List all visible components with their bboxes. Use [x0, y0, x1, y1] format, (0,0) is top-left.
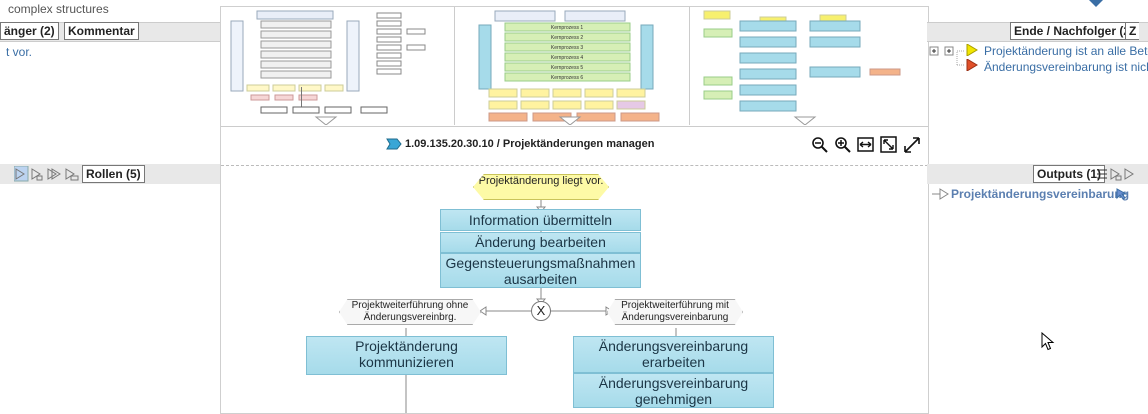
process-title: 1.09.135.20.30.10 / Projektänderungen ma… — [405, 138, 654, 150]
function-aenderung-bearbeiten[interactable]: Änderung bearbeiten — [440, 232, 641, 253]
page-caption: complex structures — [8, 2, 109, 16]
svg-text:Kernprozess 1: Kernprozess 1 — [551, 25, 583, 31]
process-name: Projektänderungen managen — [502, 138, 655, 150]
zoom-in-icon[interactable] — [834, 136, 852, 154]
title-separator: / — [496, 138, 500, 150]
function-projektaenderung-kommunizieren[interactable]: Projektänderung kommunizieren — [306, 336, 507, 375]
output-item[interactable]: Projektänderungsvereinbarung — [951, 187, 1130, 201]
output-link-icon[interactable] — [1116, 188, 1128, 200]
fit-page-icon[interactable] — [880, 136, 898, 154]
z-header[interactable]: Z — [1125, 22, 1140, 40]
red-flag-icon — [966, 59, 978, 71]
scroll-indicator-icon — [1089, 0, 1103, 7]
process-icon — [386, 138, 402, 150]
thumbnail-3[interactable] — [690, 7, 928, 125]
end-successor-header[interactable]: Ende / Nachfolger (2) — [1010, 22, 1139, 40]
comment-header[interactable]: Kommentar — [64, 22, 139, 40]
roles-header[interactable]: Rollen (5) — [82, 165, 145, 183]
fullscreen-icon[interactable] — [903, 136, 921, 154]
tree-connectors — [929, 46, 965, 66]
outputs-bar: Outputs (1) — [927, 164, 1148, 184]
function-information-uebermitteln[interactable]: Information übermitteln — [440, 209, 641, 231]
mouse-cursor-icon — [1041, 332, 1055, 351]
fit-width-icon[interactable] — [857, 136, 875, 154]
branch-event-left[interactable]: Projektweiterführung ohne Änderungsverei… — [339, 299, 481, 325]
role-filter-icons[interactable] — [14, 166, 80, 182]
yellow-flag-icon — [966, 44, 978, 56]
branch-event-right[interactable]: Projektweiterführung mit Änderungsverein… — [607, 299, 743, 325]
output-filter-icons[interactable] — [1095, 166, 1135, 182]
function-aenderungsvereinbarung-erarbeiten[interactable]: Änderungsvereinbarung erarbeiten — [573, 336, 774, 373]
thumbnail-1[interactable] — [221, 7, 455, 125]
function-aenderungsvereinbarung-genehmigen[interactable]: Änderungsvereinbarung genehmigen — [573, 373, 774, 408]
predecessor-text: t vor. — [6, 45, 33, 59]
process-id: 1.09.135.20.30.10 — [405, 138, 494, 150]
svg-text:Kernprozess 3: Kernprozess 3 — [551, 45, 583, 51]
start-event[interactable]: Projektänderung liegt vor. — [473, 174, 609, 200]
function-gegensteuerungsmassnahmen[interactable]: Gegensteuerungsmaßnahmen ausarbeiten — [440, 253, 641, 288]
successor-item-2[interactable]: Änderungsvereinbarung ist nich — [984, 60, 1148, 74]
svg-text:Kernprozess 4: Kernprozess 4 — [551, 55, 583, 61]
roles-bar: Rollen (5) — [0, 164, 220, 184]
predecessor-header[interactable]: änger (2) — [0, 22, 59, 40]
zoom-out-icon[interactable] — [811, 136, 829, 154]
process-title-bar: 1.09.135.20.30.10 / Projektänderungen ma… — [221, 127, 928, 166]
svg-text:Kernprozess 2: Kernprozess 2 — [551, 35, 583, 41]
xor-connector[interactable]: X — [531, 301, 551, 321]
output-arrow-icon — [932, 188, 949, 200]
successor-item-1[interactable]: Projektänderung ist an alle Bete — [984, 44, 1148, 58]
svg-text:Kernprozess 6: Kernprozess 6 — [551, 75, 583, 81]
svg-text:Kernprozess 5: Kernprozess 5 — [551, 65, 583, 71]
